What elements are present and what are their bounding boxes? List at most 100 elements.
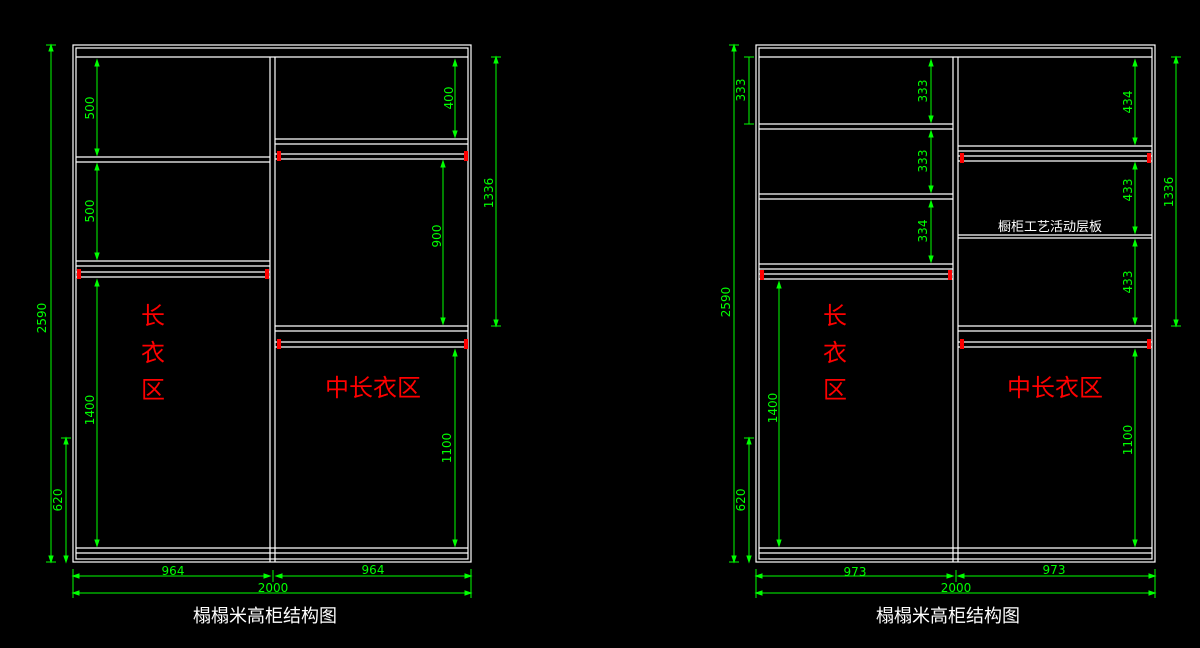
- dim-arrow: [94, 58, 100, 67]
- rail-bracket: [1147, 339, 1151, 349]
- dim-arrow: [928, 185, 934, 194]
- dim-arrow: [1148, 573, 1157, 579]
- dim-label-lower-height: 620: [734, 489, 748, 512]
- cabinet-inner-frame: [758, 47, 1153, 560]
- dim-arrow: [452, 58, 458, 67]
- dim-arrow: [746, 555, 752, 564]
- dim-arrow: [776, 280, 782, 289]
- dim-arrow: [731, 43, 737, 52]
- dim-label-left-shelf-2: 333: [916, 150, 930, 173]
- dim-arrow: [946, 573, 955, 579]
- dim-arrow: [493, 319, 499, 328]
- dim-arrow: [928, 58, 934, 67]
- dim-arrow: [48, 555, 54, 564]
- dim-label-left-shelf-1: 500: [83, 97, 97, 120]
- dim-arrow: [1132, 58, 1138, 67]
- dim-label-right-width: 973: [1043, 563, 1066, 577]
- dim-arrow: [928, 115, 934, 124]
- zone-label-long-coat-char-1: 长: [141, 302, 165, 330]
- rail-bracket: [1147, 153, 1151, 163]
- rail-bracket: [265, 269, 269, 279]
- dim-label-left-shelf-3: 334: [916, 220, 930, 243]
- dim-label-right-shelf-1: 400: [442, 87, 456, 110]
- dim-label-right-hanging: 1100: [1121, 425, 1135, 456]
- dim-arrow: [440, 317, 446, 326]
- dim-arrow: [928, 199, 934, 208]
- zone-label-mid-coat: 中长衣区: [325, 374, 421, 402]
- dim-label-right-hanging-1: 900: [430, 225, 444, 248]
- zone-label-long-coat-char-2: 衣: [141, 339, 165, 367]
- zone-labels-2: 长 衣 区 中长衣区: [823, 302, 1103, 404]
- dim-label-left-width: 964: [162, 564, 185, 578]
- dim-label-lower-height: 620: [51, 489, 65, 512]
- dim-arrow: [1132, 226, 1138, 235]
- dim-arrow: [94, 162, 100, 171]
- dim-arrow: [1132, 539, 1138, 548]
- dim-arrow: [94, 539, 100, 548]
- dim-arrow: [48, 43, 54, 52]
- rail-bracket: [960, 339, 964, 349]
- dim-label-right-upper: 1336: [1162, 177, 1176, 208]
- rail-bracket: [760, 270, 764, 280]
- dim-arrow: [1132, 348, 1138, 357]
- dim-arrow: [440, 159, 446, 168]
- cabinet-inner-frame: [75, 47, 469, 560]
- dim-arrow: [1132, 238, 1138, 247]
- dim-label-total-height: 2590: [35, 303, 49, 334]
- dim-arrow: [928, 129, 934, 138]
- dim-label-left-hanging: 1400: [83, 395, 97, 426]
- dim-arrow: [464, 590, 473, 596]
- dim-label-right-width: 964: [362, 563, 385, 577]
- dim-arrow: [1173, 319, 1179, 328]
- rail-bracket: [464, 151, 468, 161]
- dim-arrow: [63, 436, 69, 445]
- rail-bracket: [277, 339, 281, 349]
- rail-brackets-1: [77, 151, 468, 349]
- dim-arrow: [94, 278, 100, 287]
- dim-label-left-hanging: 1400: [766, 393, 780, 424]
- dim-arrow: [1148, 590, 1157, 596]
- dim-arrow: [928, 255, 934, 264]
- dim-arrow: [274, 573, 283, 579]
- zone-label-long-coat-char-1: 长: [823, 302, 847, 330]
- zone-label-long-coat-char-2: 衣: [823, 339, 847, 367]
- rail-bracket: [77, 269, 81, 279]
- drawing-caption-2: 榻榻米高柜结构图: [876, 606, 1020, 627]
- rail-bracket: [464, 339, 468, 349]
- dim-arrow: [1132, 137, 1138, 146]
- dim-arrow: [1173, 55, 1179, 64]
- dim-label-left-shelf-2: 500: [83, 200, 97, 223]
- dim-arrow: [493, 55, 499, 64]
- dim-label-right-hanging-2: 1100: [440, 433, 454, 464]
- dim-arrow: [452, 539, 458, 548]
- dim-arrow: [776, 539, 782, 548]
- adjustable-shelf-annotation: 橱柜工艺活动层板: [998, 220, 1102, 235]
- dim-arrow: [452, 348, 458, 357]
- dim-arrow: [1132, 317, 1138, 326]
- dim-label-left-shelf-1: 333: [916, 80, 930, 103]
- cabinet-drawing-1: [72, 44, 472, 563]
- cabinet-drawing-2: [755, 44, 1156, 563]
- dim-arrow: [94, 252, 100, 261]
- dim-arrow: [731, 555, 737, 564]
- rail-brackets-2: [760, 153, 1151, 349]
- dim-arrow: [746, 436, 752, 445]
- dim-arrow: [452, 130, 458, 139]
- dim-label-total-width: 2000: [258, 581, 289, 595]
- dim-label-right-shelf-1: 434: [1121, 91, 1135, 114]
- dim-label-left-top-outer: 333: [734, 79, 748, 102]
- dim-arrow: [94, 148, 100, 157]
- dim-arrow: [1132, 161, 1138, 170]
- dimension-labels-2: 2590 333 620 333 333 334 1400 434 433 43…: [719, 79, 1176, 595]
- dim-label-right-shelf-3: 433: [1121, 271, 1135, 294]
- dim-arrow: [71, 573, 80, 579]
- dim-label-total-height: 2590: [719, 287, 733, 318]
- zone-label-mid-coat: 中长衣区: [1007, 374, 1103, 402]
- dim-label-right-shelf-2: 433: [1121, 179, 1135, 202]
- cabinet-outer-frame: [72, 44, 472, 563]
- dim-arrow: [754, 590, 763, 596]
- zone-label-long-coat-char-3: 区: [141, 376, 165, 404]
- dim-label-total-width: 2000: [941, 581, 972, 595]
